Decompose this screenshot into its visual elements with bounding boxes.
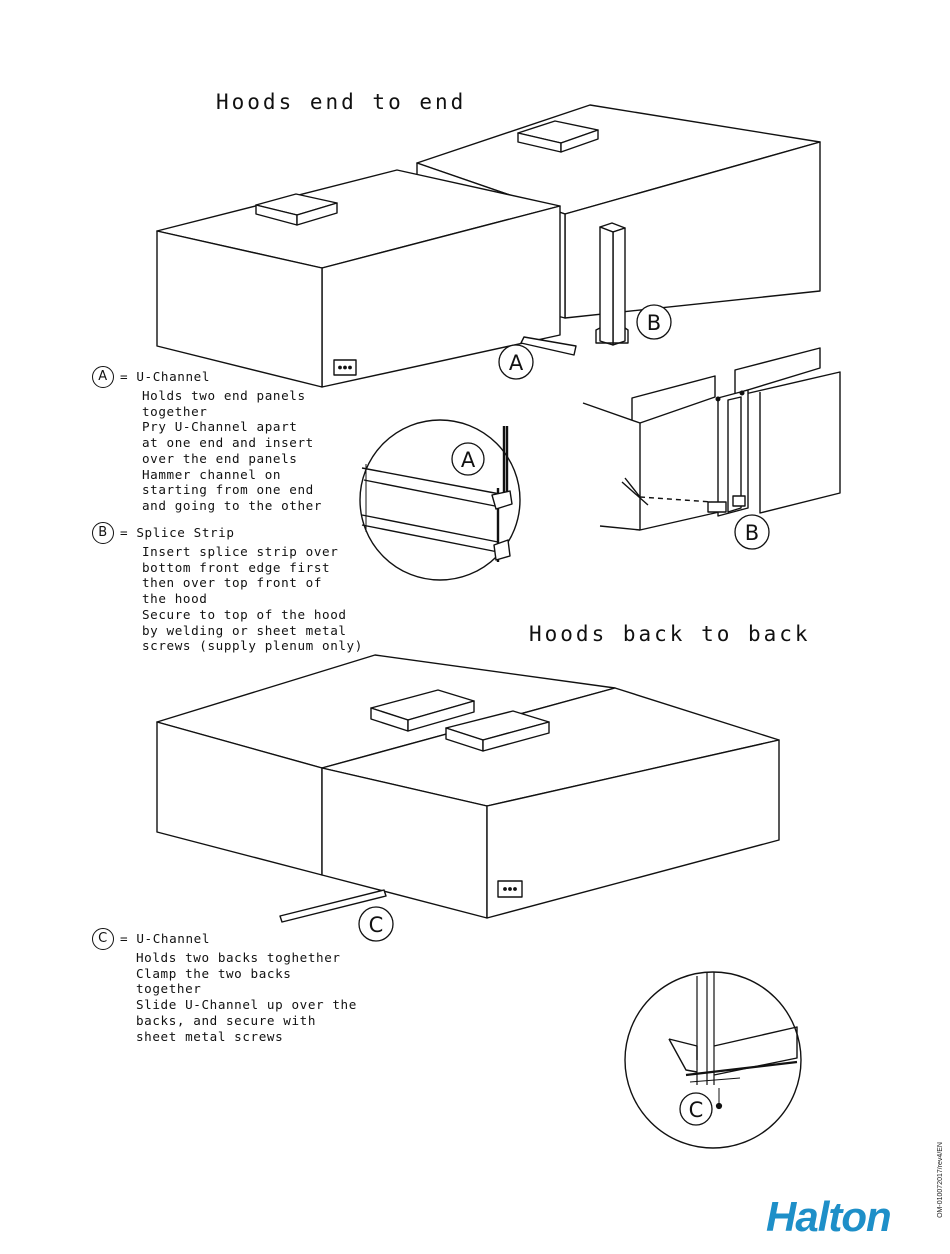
- note-b-line: screws (supply plenum only): [142, 638, 363, 654]
- note-c-line: Clamp the two backs: [136, 965, 292, 981]
- callout-b-detail-circle: [734, 514, 770, 550]
- hood-front-end-to-end: [156, 169, 561, 388]
- note-c-head: = U-Channel: [120, 931, 211, 947]
- note-c: C = U-Channel Holds two backs toghether …: [92, 928, 357, 1044]
- callout-a-detail-label: A: [461, 448, 476, 472]
- hoods-back-to-back: [156, 654, 780, 919]
- note-c-line: Holds two backs toghether: [136, 950, 341, 965]
- note-b-line: Insert splice strip over: [142, 544, 339, 559]
- note-a-line: Pry U-Channel apart: [142, 419, 298, 435]
- note-b-line: by welding or sheet metal: [142, 622, 347, 638]
- note-a-line: starting from one end: [142, 482, 314, 498]
- note-a-line: Hammer channel on: [142, 466, 282, 482]
- note-c-letter: C: [92, 928, 114, 950]
- note-b: B = Splice Strip Insert splice strip ove…: [92, 522, 363, 654]
- halton-logo: Halton: [766, 1193, 892, 1240]
- document-code: OM-010072017/rev4/EN: [937, 1142, 944, 1218]
- note-c-line: Slide U-Channel up over the: [136, 997, 357, 1013]
- note-c-line: sheet metal screws: [136, 1028, 284, 1044]
- note-a-line: and going to the other: [142, 497, 323, 513]
- detail-b-view: [582, 347, 841, 531]
- u-channel-c: [279, 889, 387, 923]
- title-back-to-back: Hoods back to back: [529, 622, 811, 646]
- callout-a-circle: [498, 344, 534, 380]
- note-b-line: the hood: [142, 591, 208, 607]
- callout-c-detail-circle: [679, 1092, 713, 1126]
- note-b-line: then over top front of: [142, 575, 323, 591]
- detail-a-view: [359, 419, 521, 581]
- callout-c-circle: [358, 906, 394, 942]
- callout-a-label: A: [509, 351, 524, 375]
- note-a-line: together: [142, 403, 208, 419]
- callout-b-label: B: [647, 311, 661, 335]
- note-b-head: = Splice Strip: [120, 525, 235, 541]
- note-a-line: Holds two end panels: [142, 388, 306, 403]
- u-channel-a: [520, 336, 577, 356]
- note-b-line: Secure to top of the hood: [142, 606, 347, 622]
- note-a-letter: A: [92, 366, 114, 388]
- callout-b-circle: [636, 304, 672, 340]
- note-c-line: backs, and secure with: [136, 1012, 317, 1028]
- title-end-to-end: Hoods end to end: [216, 90, 467, 114]
- note-a-line: over the end panels: [142, 450, 298, 466]
- callout-c-label: C: [369, 913, 384, 937]
- note-a-line: at one end and insert: [142, 435, 314, 451]
- note-b-line: bottom front edge first: [142, 559, 331, 575]
- callout-a-detail-circle: [451, 442, 485, 476]
- detail-c-view: [624, 971, 802, 1149]
- note-a-head: = U-Channel: [120, 369, 211, 385]
- splice-strip-b: [595, 222, 629, 346]
- note-a: A = U-Channel Holds two end panels toget…: [92, 366, 322, 514]
- callout-c-detail-label: C: [689, 1098, 704, 1122]
- callout-b-detail-label: B: [745, 521, 759, 545]
- note-c-line: together: [136, 981, 202, 997]
- note-b-letter: B: [92, 522, 114, 544]
